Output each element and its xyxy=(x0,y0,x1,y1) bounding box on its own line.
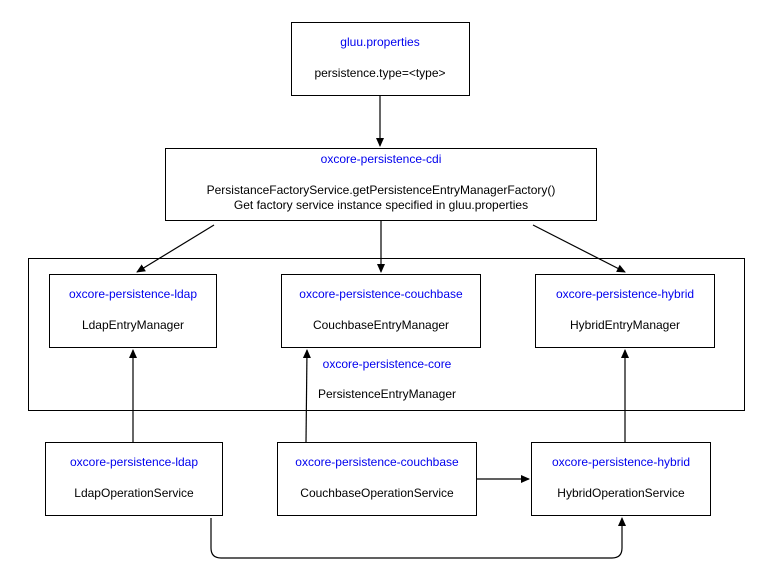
ldap-entry-manager-node xyxy=(49,274,217,348)
ldap-entry-manager-module-label: oxcore-persistence-ldap xyxy=(68,287,198,301)
cdi-module-label: oxcore-persistence-cdi xyxy=(320,152,442,166)
couchbase-operation-service-module-label: oxcore-persistence-couchbase xyxy=(295,455,459,469)
hybrid-entry-manager-node xyxy=(535,274,715,348)
couchbase-operation-service-class-label: CouchbaseOperationService xyxy=(300,486,454,500)
couchbase-operation-service-node xyxy=(277,442,477,516)
hybrid-operation-service-node xyxy=(531,442,711,516)
gluu-properties-node xyxy=(291,22,470,96)
edge-cdi-to-hybrid-em xyxy=(532,224,626,273)
edge-cdi-to-ldap-em xyxy=(136,224,215,273)
cdi-node xyxy=(165,148,597,221)
hybrid-operation-service-class-label: HybridOperationService xyxy=(557,486,685,500)
core-class-label: PersistenceEntryManager xyxy=(317,387,457,401)
edge-ldap-os-to-hybrid-os xyxy=(210,517,626,559)
couchbase-entry-manager-module-label: oxcore-persistence-couchbase xyxy=(299,287,463,301)
couchbase-entry-manager-node xyxy=(281,274,481,348)
hybrid-operation-service-module-label: oxcore-persistence-hybrid xyxy=(551,455,691,469)
couchbase-entry-manager-class-label: CouchbaseEntryManager xyxy=(312,318,450,332)
gluu-properties-module-label: gluu.properties xyxy=(340,35,420,49)
cdi-line-2: Get factory service instance specified i… xyxy=(233,198,529,212)
core-module-label: oxcore-persistence-core xyxy=(322,357,452,371)
cdi-line-1: PersistanceFactoryService.getPersistence… xyxy=(206,183,556,197)
core-container xyxy=(28,258,745,411)
ldap-entry-manager-class-label: LdapEntryManager xyxy=(81,318,185,332)
ldap-operation-service-class-label: LdapOperationService xyxy=(74,486,194,500)
gluu-properties-line-1: persistence.type=<type> xyxy=(314,66,446,80)
ldap-operation-service-node xyxy=(45,442,223,516)
edge-couchbase-os-to-couchbase-em xyxy=(302,349,311,443)
hybrid-entry-manager-module-label: oxcore-persistence-hybrid xyxy=(555,287,695,301)
ldap-operation-service-module-label: oxcore-persistence-ldap xyxy=(69,455,199,469)
hybrid-entry-manager-class-label: HybridEntryManager xyxy=(569,318,681,332)
